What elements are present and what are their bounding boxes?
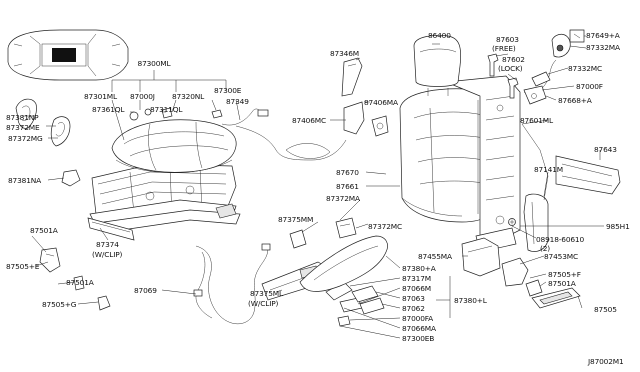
part-87501a-left	[39, 247, 61, 273]
label-87505e: 87505+E	[6, 262, 40, 271]
part-87668a	[523, 85, 547, 105]
part-87505e-bolt	[73, 275, 85, 291]
label-87372me: 87372ME	[6, 123, 40, 132]
part-87332ma	[551, 33, 571, 58]
label-87332mc: 87332MC	[568, 64, 602, 73]
label-87375ml-note: (W/CLIP)	[248, 299, 279, 308]
label-86400: 86400	[428, 31, 451, 40]
label-87372mg: 87372MG	[8, 134, 43, 143]
label-87643: 87643	[594, 145, 617, 154]
part-87069-harness	[193, 243, 271, 324]
seat-cushion-frame	[89, 163, 241, 233]
leader-lines	[22, 35, 604, 339]
label-87661: 87661	[336, 182, 359, 191]
label-87320nl: 87320NL	[172, 92, 205, 101]
label-87505g: 87505+G	[42, 300, 77, 309]
label-87670: 87670	[336, 168, 359, 177]
part-87381np	[15, 98, 37, 129]
label-87062: 87062	[402, 304, 425, 313]
label-87505f: 87505+F	[548, 270, 581, 279]
label-87380l: 87380+L	[454, 296, 488, 305]
label-87406ma: 87406MA	[364, 98, 398, 107]
part-86400-headrest	[413, 34, 462, 96]
label-87361ql: 87361QL	[92, 105, 125, 114]
part-87601ml-rod	[521, 123, 549, 201]
part-87372me	[50, 116, 71, 147]
label-87301ml: 87301ML	[84, 92, 118, 101]
part-87505-rail-cover	[531, 287, 581, 309]
label-87066ma: 87066MA	[402, 324, 436, 333]
label-87300e: 87300E	[214, 86, 242, 95]
label-87375mm: 87375MM	[278, 215, 313, 224]
label-87063: 87063	[402, 294, 425, 303]
part-87063-knob	[351, 285, 379, 303]
label-87601ml: 87601ML	[520, 116, 554, 125]
label-87455ma: 87455MA	[418, 252, 452, 261]
label-87649a: 87649+A	[586, 31, 620, 40]
part-87374	[87, 217, 135, 241]
part-87406mc-cable	[235, 125, 347, 161]
part-87453mc	[501, 257, 529, 287]
part-87372ma	[335, 217, 357, 239]
label-87332ma: 87332MA	[586, 43, 620, 52]
part-87649a	[569, 29, 585, 43]
label-87453mc: 87453MC	[544, 252, 578, 261]
label-87381np: 87381NP	[6, 113, 39, 122]
label-87346m: 87346M	[330, 49, 359, 58]
label-87000fa: 87000FA	[402, 314, 433, 323]
label-87349: 87349	[226, 97, 249, 106]
label-87380a: 87380+A	[402, 264, 436, 273]
label-87300ml: 87300ML	[138, 59, 172, 68]
part-87406ma	[343, 101, 389, 137]
label-87069: 87069	[134, 286, 157, 295]
seat-cushion-pad	[111, 119, 237, 173]
part-87381na	[61, 169, 81, 187]
label-87602-note: (LOCK)	[498, 64, 523, 73]
label-87311ql: 87311QL	[150, 105, 183, 114]
part-87505g-bolt	[97, 295, 111, 311]
label-87375ml: 87375ML	[250, 289, 284, 298]
part-87346m	[341, 57, 363, 97]
label-87374-note: (W/CLIP)	[92, 250, 123, 259]
part-87602-guide	[507, 77, 519, 99]
label-87000j: 87000J	[130, 92, 155, 101]
label-87602: 87602	[502, 55, 525, 64]
part-87501a-right	[525, 279, 543, 297]
label-87505: 87505	[594, 305, 617, 314]
label-87372ma: 87372MA	[326, 194, 360, 203]
label-08918-qty: (2)	[540, 244, 550, 253]
diagram-id: J87002M1	[587, 357, 624, 366]
label-87000f: 87000F	[576, 82, 603, 91]
label-87668a: 87668+A	[558, 96, 592, 105]
label-87406mc: 87406MC	[292, 116, 326, 125]
bolt-icon	[508, 218, 516, 226]
label-87141m: 87141M	[534, 165, 563, 174]
part-87062-knob	[359, 297, 385, 315]
part-87000fa-bolt	[337, 315, 351, 327]
part-87349-harness	[221, 108, 269, 126]
car-top-view-icon	[7, 29, 129, 81]
label-87501a-mid: 87501A	[66, 278, 94, 287]
part-87455ma	[461, 237, 501, 277]
part-87380-finisher	[299, 235, 388, 292]
label-87317m: 87317M	[402, 274, 431, 283]
label-87381na: 87381NA	[8, 176, 41, 185]
part-87643-back-board	[555, 155, 621, 195]
part-87603-guide	[487, 53, 499, 77]
label-87372mc: 87372MC	[368, 222, 402, 231]
label-87501a-right: 87501A	[548, 279, 576, 288]
label-87501a-left: 87501A	[30, 226, 58, 235]
cushion-clips	[129, 107, 223, 121]
label-87374: 87374	[96, 240, 119, 249]
label-87603: 87603	[496, 35, 519, 44]
label-985h1: 985H1	[606, 222, 630, 231]
label-87603-note: (FREE)	[492, 44, 516, 53]
label-87300eb: 87300EB	[402, 334, 434, 343]
label-08918: 08918-60610	[536, 235, 584, 244]
part-labels: 87300ML 87301ML 87000J 87320NL 87300E 87…	[6, 31, 630, 366]
label-87066m: 87066M	[402, 284, 431, 293]
part-87375mm	[289, 229, 307, 249]
